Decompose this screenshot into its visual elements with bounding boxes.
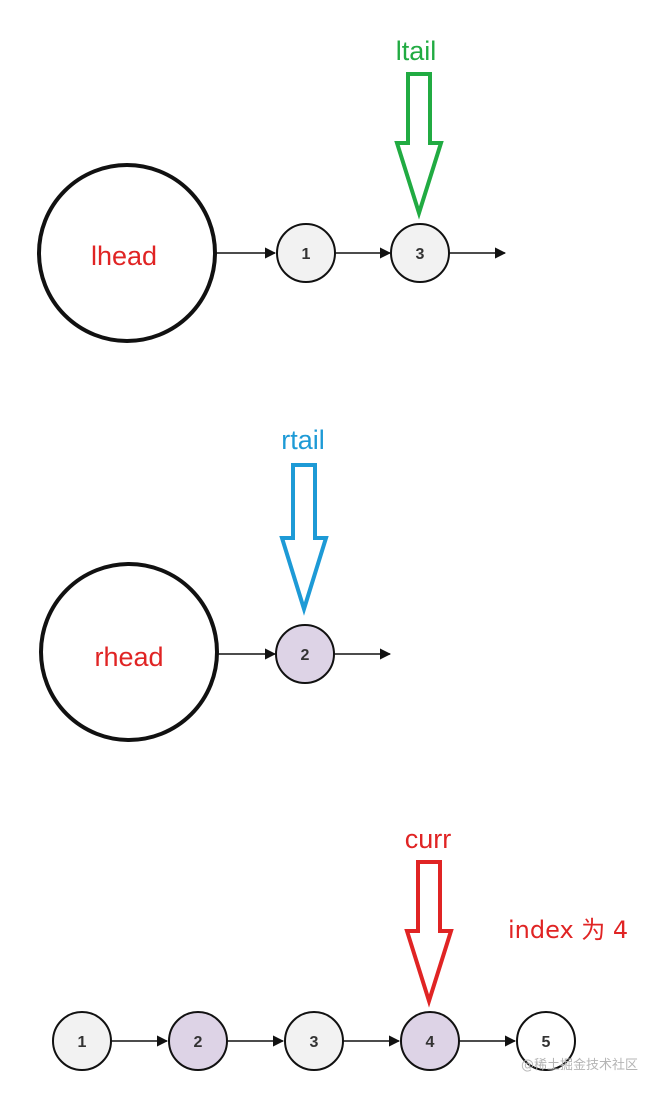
watermark: @稀土掘金技术社区 <box>521 1057 638 1073</box>
bottom-node-5-circle <box>516 1011 576 1071</box>
bottom-node-2-label: 2 <box>194 1034 203 1051</box>
index-note: index 为 4 <box>508 916 628 944</box>
ltail-pointer-arrow <box>394 72 444 220</box>
bottom-node-1-label: 1 <box>78 1034 87 1051</box>
bottom-node-4-label: 4 <box>426 1034 435 1051</box>
top-list: lhead 1 3 ltail <box>37 36 507 343</box>
bottom-node-5-label: 5 <box>542 1034 551 1051</box>
rhead-label: rhead <box>94 642 163 672</box>
rtail-pointer-arrow <box>279 463 329 616</box>
bottom-list: curr index 为 4 1 2 3 4 5 <box>52 824 628 1071</box>
rtail-label: rtail <box>281 425 325 455</box>
middle-list: rhead 2 rtail <box>39 425 392 742</box>
rhead-circle <box>39 562 219 742</box>
lhead-label: lhead <box>91 241 157 271</box>
node-1-label: 1 <box>302 246 311 263</box>
curr-label: curr <box>405 824 452 854</box>
bottom-node-3-label: 3 <box>310 1034 319 1051</box>
curr-pointer-arrow <box>404 860 454 1008</box>
node-3-label: 3 <box>416 246 425 263</box>
node-2-label: 2 <box>301 647 310 664</box>
ltail-label: ltail <box>396 36 437 66</box>
